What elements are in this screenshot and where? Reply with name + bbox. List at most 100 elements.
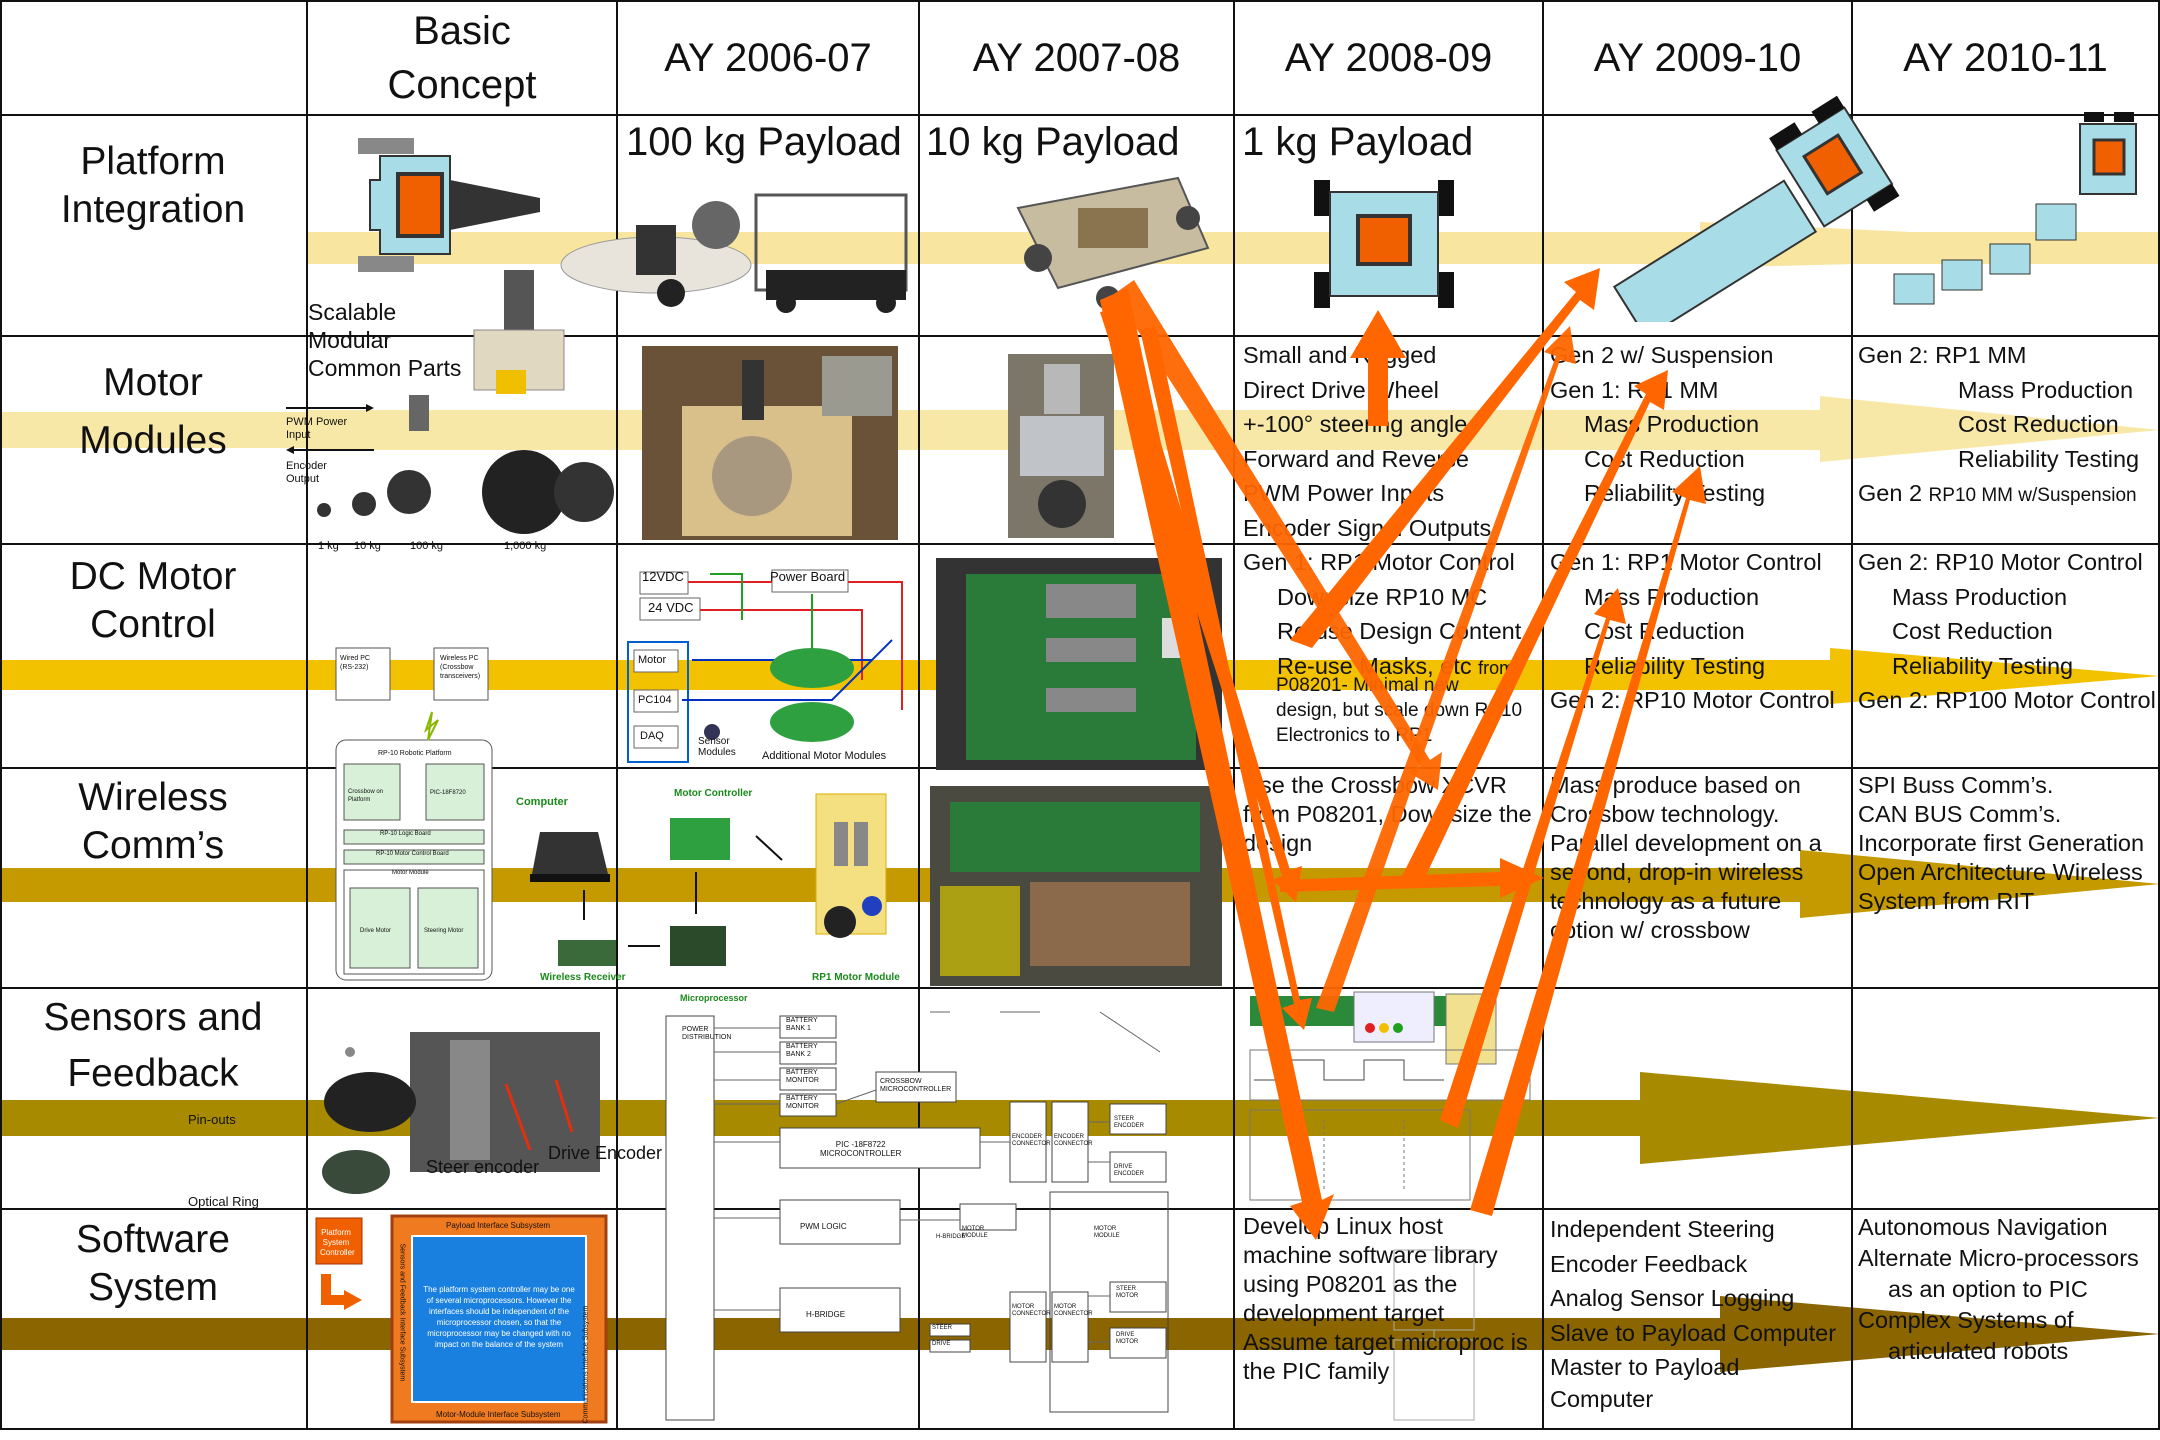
motor-io-l2: Input <box>286 429 311 441</box>
motor-module-photo-2006 <box>642 346 898 540</box>
wheel-icon <box>1314 272 1330 308</box>
grid-v0 <box>0 0 2 1430</box>
wheel-icon <box>1438 180 1454 216</box>
motor-0910-item: Cost Reduction <box>1584 445 1745 472</box>
motor-connector-box <box>1051 1291 1089 1363</box>
grid-v1 <box>306 0 308 1430</box>
wire-bundle-icon <box>940 886 1020 976</box>
dc-0809-item: Downsize RP10 MC <box>1277 583 1488 610</box>
wireless-label-rp1: RP1 Motor Module <box>812 972 900 983</box>
dc-ay0809-list: Gen 1: RP1 Motor Control Downsize RP10 M… <box>1243 545 1521 685</box>
row-label-dcmotor-l2: Control <box>90 603 216 646</box>
battery-monitor-2-box <box>779 1093 837 1117</box>
robot-segment-icon <box>2035 203 2077 241</box>
dc-0809-item: Gen 1: RP1 Motor Control <box>1243 549 1515 575</box>
platform-robot-articulated <box>1612 95 1900 322</box>
mp-label: DRIVE <box>1116 1332 1135 1338</box>
dc-0607-24vdc: 24 VDC <box>648 600 694 615</box>
battery-monitor-1-box <box>779 1067 837 1091</box>
gear-icon <box>692 201 740 249</box>
row-label-dcmotor: DC Motor Control <box>0 545 306 657</box>
dc-label-wireless-pc: Wireless PC (Crossbow transceivers) <box>440 654 480 681</box>
wheel-icon <box>358 256 414 272</box>
motor-0910-item: Gen 1: RP1 MM <box>1550 376 1719 403</box>
mp-label-steer-enc: STEER ENCODER <box>1114 1116 1144 1130</box>
mp-label: MICROCONTROLLER <box>820 1149 902 1158</box>
connector-icon <box>1046 688 1136 712</box>
mp-label: STEER <box>1116 1286 1137 1292</box>
header-basic-concept: Basic Concept <box>308 2 616 114</box>
wheel-icon <box>554 462 614 522</box>
wireless-ay0910-list: Mass produce based on Crossbow technolog… <box>1550 771 1822 945</box>
dc-0607-label: Sensor <box>698 736 730 747</box>
dc-label: Platform <box>348 797 371 803</box>
robot-core-icon <box>1801 133 1864 196</box>
connector-icon <box>1046 584 1136 618</box>
wireless-1011-item: Incorporate first Generation <box>1858 830 2145 856</box>
grid-bottom <box>0 1428 2160 1430</box>
mp-label-enc2: ENCODER CONNECTOR <box>1054 1134 1093 1148</box>
motor-1011-item: Cost Reduction <box>1958 411 2119 437</box>
motor-controller-icon <box>670 818 730 860</box>
dc-label-mc: RP-10 Motor Control Board <box>376 851 449 857</box>
platform-robot-snake <box>1893 112 2137 305</box>
motor-concept-l3: Common Parts <box>308 355 462 381</box>
pcb-icon <box>1030 882 1190 966</box>
box-computer <box>627 641 689 763</box>
wireless-0910-item: technology as a future <box>1550 888 1782 914</box>
sensor-schematic-2008 <box>1249 991 1531 1201</box>
led-green-icon <box>1393 1023 1403 1033</box>
row-label-software-l1: Software <box>76 1218 230 1261</box>
scale-label-100kg: 100 kg <box>410 540 444 552</box>
mp-label: BATTERY <box>786 1017 818 1024</box>
mp-label: ENCODER <box>1012 1134 1043 1140</box>
grid-top <box>0 0 2160 2</box>
sw-label-platform: Platform System Controller <box>320 1228 355 1258</box>
mp-label: DISTRIBUTION <box>682 1034 732 1041</box>
wireless-ay1011-list: SPI Buss Comm’s. CAN BUS Comm’s. Incorpo… <box>1858 771 2144 916</box>
sw-label-payload: Payload Interface Subsystem <box>446 1221 551 1230</box>
motor-0910-item: Gen 2 w/ Suspension <box>1550 342 1774 368</box>
scale-label-1000kg: 1,000 kg <box>504 540 547 552</box>
wireless-0910-item: Crossbow technology. <box>1550 801 1780 827</box>
dc-band-left <box>0 660 306 690</box>
row-label-wireless-l2: Comm’s <box>81 824 225 867</box>
motor-module-scaling-photo <box>286 270 614 534</box>
mp-label: CROSSBOW <box>880 1078 922 1085</box>
encoder-icon <box>324 1072 416 1132</box>
dc-concept-block-diagram <box>335 647 493 981</box>
wheel-icon <box>712 436 792 516</box>
dc-0809-item: Re-use Design Content <box>1277 618 1522 644</box>
dc-0607-motor: Motor <box>638 654 667 666</box>
mp-label: BANK 2 <box>786 1051 811 1058</box>
mp-label: POWER <box>682 1026 709 1033</box>
mp-label-pic: PIC -18F8722 MICROCONTROLLER <box>820 1140 901 1158</box>
dc-label-pic: PIC-18F8720 <box>430 790 466 796</box>
robot-nose-icon <box>450 180 540 230</box>
dc-0607-label: Modules <box>698 747 736 758</box>
dc-0910-item: Gen 2: RP10 Motor Control <box>1550 687 1835 713</box>
dc-label-wired-pc: Wired PC (RS-232) <box>340 654 370 672</box>
mp-label-mc2: MOTOR CONNECTOR <box>1054 1304 1093 1318</box>
dc-0809-item: design, but scale down RP10 <box>1276 700 1523 721</box>
sw-label-comm: Communications Interface Subsystem <box>582 1305 590 1424</box>
laptop-base-icon <box>530 874 610 882</box>
encoder-connector-box <box>1051 1101 1089 1183</box>
dc-0607-12vdc: 12VDC <box>642 569 684 584</box>
wheel-icon <box>2114 112 2134 122</box>
motor-1011-item: Gen 2: RP1 MM <box>1858 342 2027 368</box>
row-label-software-l2: System <box>87 1266 219 1309</box>
sensor-label-pinouts: Pin-outs <box>188 1112 236 1127</box>
scale-label-10kg: 10 kg <box>354 540 381 552</box>
grid-h6 <box>0 1208 2160 1210</box>
wireless-0809-item: Use the Crossbow XCVR <box>1243 772 1507 798</box>
row-label-platform-l1: Platform <box>80 140 226 183</box>
robot-segment-icon <box>1989 243 2031 275</box>
grid-h3 <box>0 543 2160 545</box>
wheel-icon <box>876 293 896 313</box>
mp-label: ENCODER <box>1054 1134 1085 1140</box>
wheel-icon <box>776 293 796 313</box>
header-year-2010: AY 2010-11 <box>1903 36 2108 80</box>
mp-label: DRIVE <box>1114 1164 1133 1170</box>
robot-core-icon <box>2092 138 2126 176</box>
